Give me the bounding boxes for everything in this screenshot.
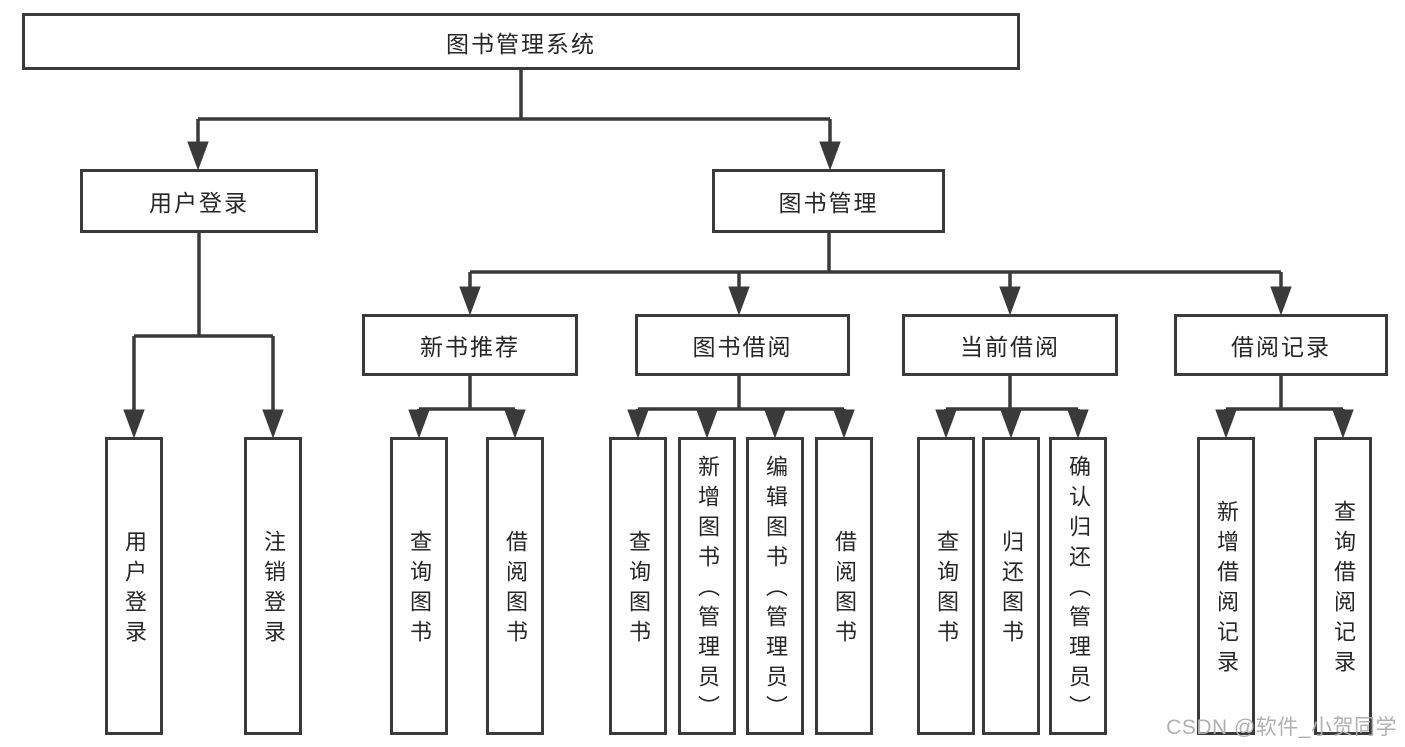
leaf-current-query-books-label: 查询图书 (934, 530, 959, 650)
node-current-borrow-label: 当前借阅 (960, 334, 1060, 360)
leaf-current-query-books: 查询图书 (917, 437, 975, 735)
leaf-borrow-add-books-admin: 新增图书（管理员） (678, 437, 736, 735)
leaf-recommend-borrow-books: 借阅图书 (486, 437, 544, 735)
node-book-borrow: 图书借阅 (635, 314, 850, 376)
leaf-current-confirm-return-admin: 确认归还（管理员） (1049, 437, 1107, 735)
leaf-records-query-record-label: 查询借阅记录 (1331, 500, 1356, 680)
leaf-borrow-add-books-admin-label: 新增图书（管理员） (695, 455, 720, 725)
leaf-borrow-query-books: 查询图书 (609, 437, 667, 735)
node-book-management-label: 图书管理 (778, 190, 879, 216)
csdn-watermark: CSDN @软件_小贺同学 (1166, 716, 1397, 739)
leaf-records-add-record: 新增借阅记录 (1197, 437, 1255, 735)
node-book-borrow-label: 图书借阅 (692, 334, 793, 360)
node-borrow-records-label: 借阅记录 (1231, 334, 1331, 360)
leaf-logout: 注销登录 (244, 437, 302, 735)
leaf-recommend-query-books-label: 查询图书 (407, 530, 432, 650)
node-current-borrow: 当前借阅 (902, 314, 1118, 376)
node-user-login-label: 用户登录 (149, 190, 249, 216)
leaf-records-query-record: 查询借阅记录 (1314, 437, 1372, 735)
node-root-label: 图书管理系统 (446, 30, 596, 57)
leaf-current-confirm-return-admin-label: 确认归还（管理员） (1066, 455, 1091, 725)
leaf-user-login: 用户登录 (105, 437, 163, 735)
leaf-recommend-query-books: 查询图书 (390, 437, 448, 735)
node-book-management: 图书管理 (712, 169, 945, 233)
leaf-records-add-record-label: 新增借阅记录 (1214, 500, 1239, 680)
leaf-current-return-books-label: 归还图书 (999, 530, 1024, 650)
leaf-borrow-edit-books-admin-label: 编辑图书（管理员） (763, 455, 788, 725)
node-new-book-recommend: 新书推荐 (362, 314, 578, 376)
leaf-borrow-query-books-label: 查询图书 (626, 530, 651, 650)
leaf-logout-label: 注销登录 (261, 530, 286, 650)
leaf-borrow-borrow-books: 借阅图书 (815, 437, 873, 735)
node-user-login: 用户登录 (80, 169, 318, 233)
node-borrow-records: 借阅记录 (1174, 314, 1388, 376)
leaf-borrow-edit-books-admin: 编辑图书（管理员） (746, 437, 804, 735)
node-new-book-recommend-label: 新书推荐 (420, 334, 520, 360)
leaf-user-login-label: 用户登录 (122, 530, 147, 650)
leaf-recommend-borrow-books-label: 借阅图书 (503, 530, 528, 650)
node-root-library-system: 图书管理系统 (22, 13, 1020, 70)
leaf-borrow-borrow-books-label: 借阅图书 (832, 530, 857, 650)
leaf-current-return-books: 归还图书 (982, 437, 1040, 735)
